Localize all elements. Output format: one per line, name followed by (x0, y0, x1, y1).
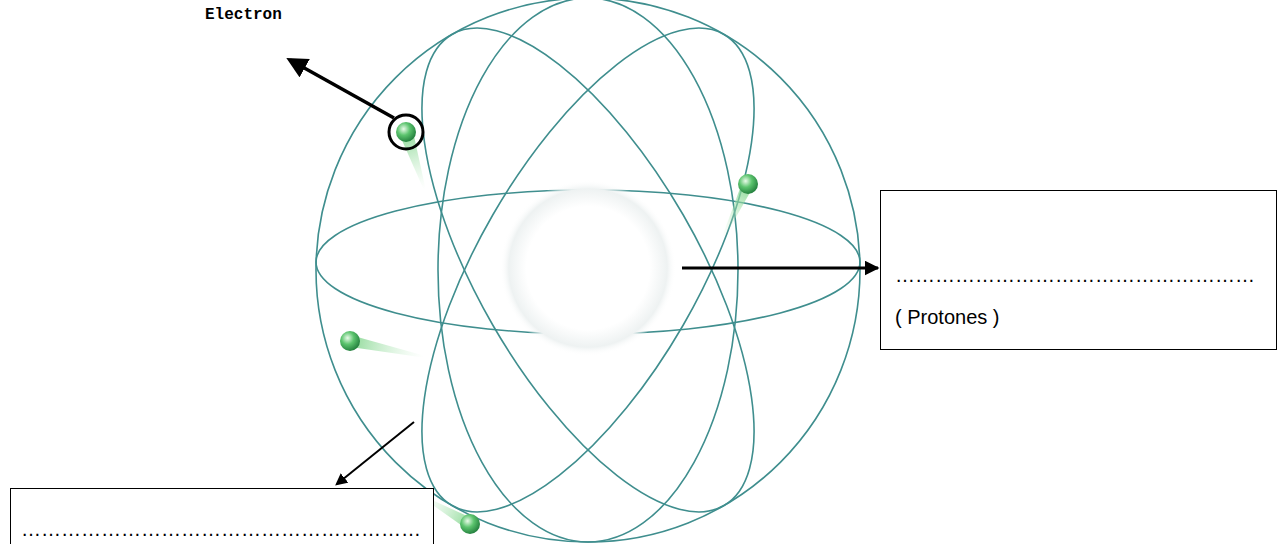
electron-highlight (389, 115, 423, 149)
electron-trails (349, 130, 754, 529)
orbits (316, 0, 860, 544)
blank-line: …………………………………………………… (21, 517, 423, 541)
leader-arrow (682, 267, 878, 270)
part-label: Electron (205, 6, 282, 24)
nucleus (500, 180, 676, 356)
answer-box: …………………………………………………… (10, 488, 434, 544)
leader-arrow (290, 60, 394, 118)
answer-box: ……………………………………………… ( Protones ) (880, 190, 1277, 350)
electrons (340, 122, 758, 534)
hint-text: ( Protones ) (895, 305, 1262, 329)
blank-line: ……………………………………………… (895, 263, 1262, 287)
leader-arrow (337, 422, 414, 484)
